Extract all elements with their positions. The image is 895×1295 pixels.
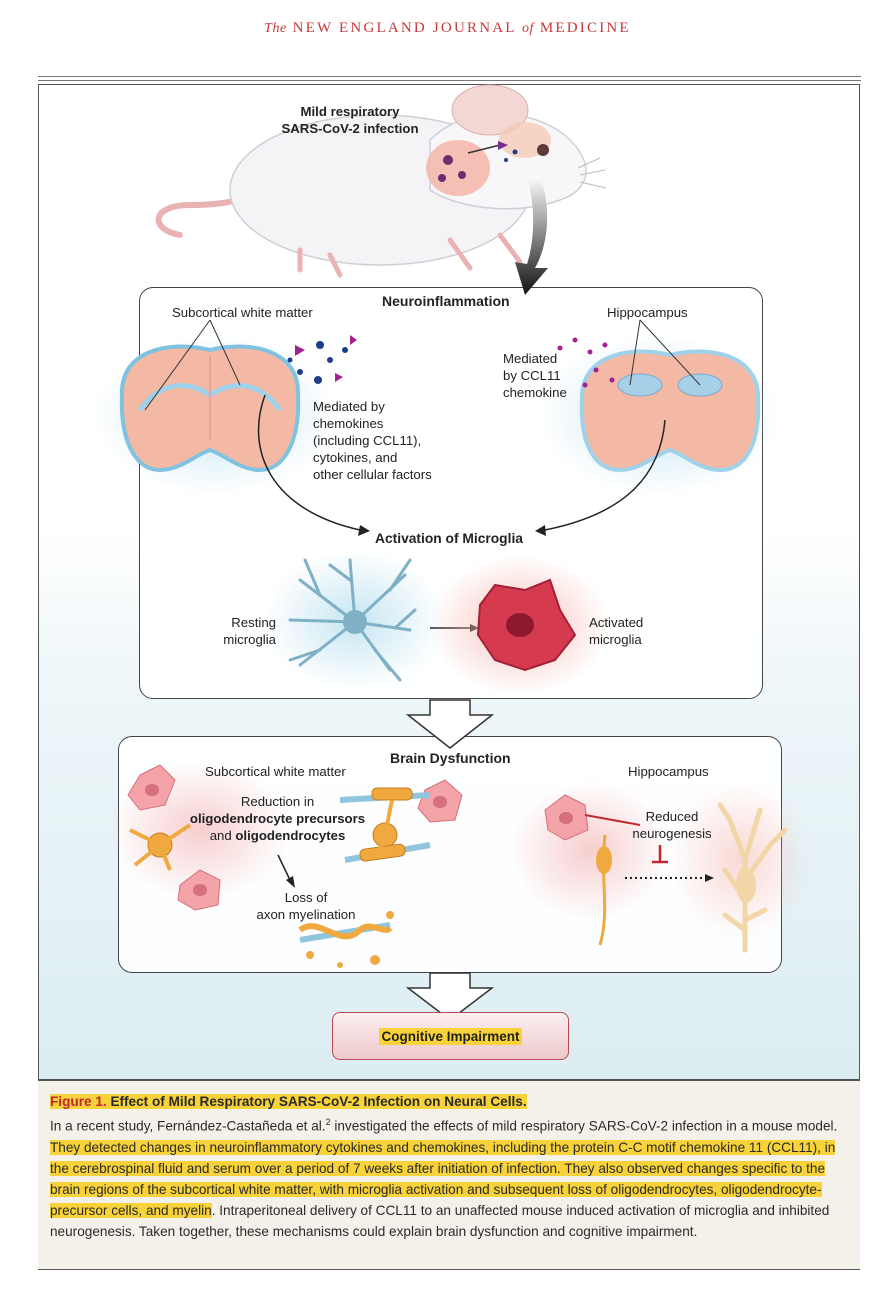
activated-microglia-illustration [430, 555, 610, 695]
activated-line2: microglia [589, 632, 642, 647]
caption-title-text: Effect of Mild Respiratory SARS-CoV-2 In… [110, 1094, 527, 1109]
activation-title: Activation of Microglia [375, 531, 523, 546]
loss-label: Loss of axon myelination [246, 889, 366, 923]
masthead-of: of [522, 21, 534, 36]
caption-text-2: investigated the effects of mild respira… [330, 1118, 838, 1134]
right-mediators-line2: by CCL11 [503, 368, 561, 383]
reduction-bold2: oligodendrocytes [235, 828, 346, 843]
brain-dysfunction-title: Brain Dysfunction [390, 750, 511, 766]
activated-microglia-label: Activated microglia [589, 614, 643, 648]
brain-left-illustration [95, 335, 335, 495]
caption-body: In a recent study, Fernández-Castañeda e… [50, 1112, 848, 1242]
caption-text-1: In a recent study, Fernández-Castañeda e… [50, 1118, 326, 1134]
right-mediators-line1: Mediated [503, 351, 558, 366]
journal-masthead: The NEW ENGLAND JOURNAL of MEDICINE [0, 20, 895, 37]
infection-label-line2: SARS-CoV-2 infection [281, 121, 419, 136]
activated-line1: Activated [589, 615, 644, 630]
reduced-neurogenesis-label: Reduced neurogenesis [622, 808, 722, 842]
masthead-the: The [264, 21, 287, 36]
left-mediators-line4: cytokines, and [313, 450, 398, 465]
caption-figure-number: Figure 1. [50, 1094, 107, 1109]
hippocampus-label-bottom: Hippocampus [628, 764, 709, 779]
infection-label-line1: Mild respiratory [300, 104, 400, 119]
resting-line2: microglia [223, 632, 276, 647]
right-mediators-line3: chemokine [503, 385, 567, 400]
left-mediators: Mediated by chemokines (including CCL11)… [313, 398, 432, 483]
hollow-arrow-2 [405, 972, 495, 1021]
subcortical-label-bottom: Subcortical white matter [205, 764, 346, 779]
resting-microglia-illustration [265, 550, 445, 690]
loss-line2: axon myelination [256, 907, 356, 922]
right-mediators: Mediated by CCL11 chemokine [503, 350, 567, 401]
subcortical-label-top: Subcortical white matter [172, 305, 313, 320]
resting-line1: Resting [231, 615, 276, 630]
figure-caption: Figure 1. Effect of Mild Respiratory SAR… [38, 1080, 860, 1270]
hollow-arrow-1 [405, 699, 495, 749]
reduction-label: Reduction in oligodendrocyte precursors … [180, 793, 375, 844]
resting-microglia-label: Resting microglia [216, 614, 276, 648]
cognitive-impairment-label: Cognitive Impairment [379, 1027, 522, 1045]
cognitive-impairment-box: Cognitive Impairment [332, 1012, 569, 1060]
reduction-bold1: oligodendrocyte precursors [189, 811, 366, 826]
chemokine-particles [287, 335, 615, 388]
reduction-and: and [209, 828, 232, 843]
caption-text-3: . Intraperitoneal delivery of CCL11 to a… [50, 1202, 830, 1239]
oligodendrocytes-illustration [110, 760, 463, 968]
left-mediators-line1: Mediated by [313, 399, 385, 414]
left-mediators-line5: other cellular factors [313, 467, 432, 482]
left-mediators-line3: (including CCL11), [313, 433, 422, 448]
masthead-name-part2: MEDICINE [539, 20, 631, 36]
hippocampus-label-top: Hippocampus [607, 305, 688, 320]
caption-title: Figure 1. Effect of Mild Respiratory SAR… [50, 1091, 848, 1112]
infection-arrow [515, 175, 548, 295]
neuroinflammation-title: Neuroinflammation [382, 293, 510, 309]
caption-reference: 2 [325, 1117, 331, 1127]
mouse-illustration [155, 84, 607, 278]
infection-label: Mild respiratory SARS-CoV-2 infection [270, 103, 430, 137]
reduced-line1: Reduced [645, 809, 699, 824]
masthead-name-part1: NEW ENGLAND JOURNAL [292, 20, 517, 36]
reduction-line1: Reduction in [240, 794, 315, 809]
neurogenesis-illustration [510, 780, 810, 953]
brain-right-illustration [540, 335, 780, 495]
left-mediators-line2: chemokines [313, 416, 384, 431]
top-rule-1 [38, 76, 861, 77]
reduced-line2: neurogenesis [632, 826, 712, 841]
top-rule-2 [38, 80, 861, 81]
loss-line1: Loss of [284, 890, 328, 905]
